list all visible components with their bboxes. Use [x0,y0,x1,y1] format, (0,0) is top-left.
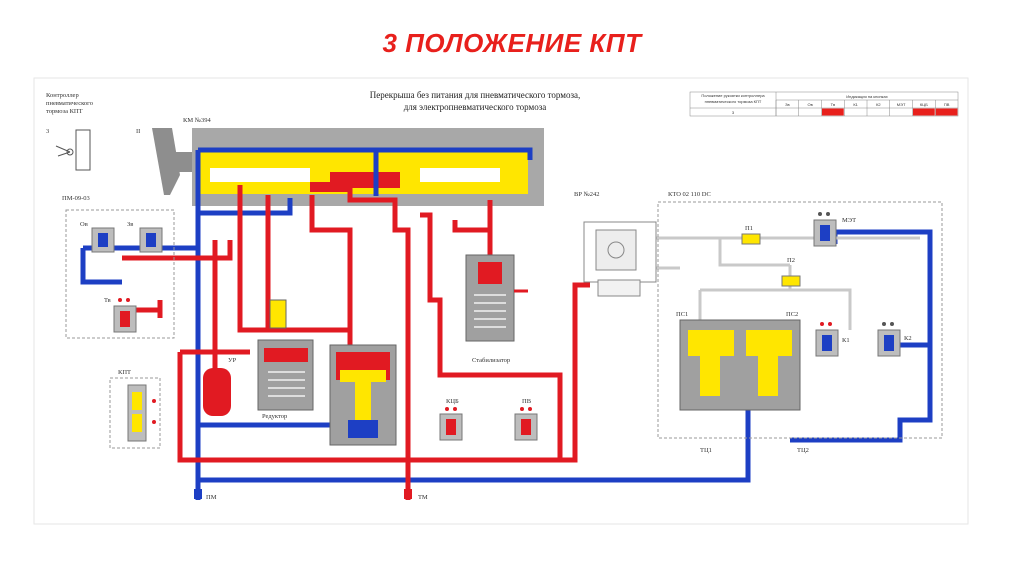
kto-box [657,201,943,439]
legend-col-header: Зв [785,102,790,107]
pm09-label: ПМ-09-03 [62,195,90,202]
legend-active-cell [822,108,844,116]
controller-handle-icon [55,129,91,171]
ktsb-valve [439,407,463,441]
k2-label: К2 [904,335,912,342]
legend-group-header: Индикация на кнопках [846,94,887,99]
kto-label: КТО 02 110 DC [668,191,711,198]
tts1-label: ТЦ1 [700,447,712,454]
k2-valve [877,322,901,357]
scheme-heading-line2: для электропневматического тормоза [404,102,547,112]
stabilizator-label: Стабилизатор [472,357,510,364]
controller-pos-3: 3 [46,128,49,135]
ps2-label: ПС2 [786,311,798,318]
p1-valve [741,233,761,245]
ps-pressure-switches [679,319,801,411]
tv-valve [113,298,137,333]
legend-table: Положение рукоятки контроллера пневматич… [689,91,959,117]
kpt-valve [127,384,156,442]
km-label: КМ №394 [183,117,211,124]
legend-active-cell [913,108,935,116]
legend-col-header: КЦБ [920,102,928,107]
tm-label: ТМ [418,494,428,501]
kpt-label: КПТ [118,369,131,376]
kpt-box [109,377,161,449]
legend-active-cell [935,108,958,116]
pm-label: ПМ [206,494,217,501]
reduktor-label: Редуктор [262,413,287,420]
ps1-label: ПС1 [676,311,688,318]
km394-crane [152,128,544,206]
k1-valve [815,322,839,357]
vr-label: ВР №242 [574,191,600,198]
control-line-pipes [656,236,920,332]
pm09-box [65,209,175,339]
ur-reservoir [203,368,231,416]
pm-terminal [194,489,202,499]
legend-col-header: МЭТ [897,102,906,107]
controller-label-2: пневматического [46,100,93,107]
legend-row-header-2: пневматического тормоза КПТ [705,99,762,104]
k1-label: К1 [842,337,850,344]
pv-valve [514,407,538,441]
met-valve [813,212,837,247]
p2-valve [781,275,801,287]
vr242-device [583,221,657,297]
controller-pos-2: II [136,128,140,135]
ov-label: Ов [80,221,88,228]
zv-label: Зв [127,221,133,228]
p1-label: П1 [745,225,753,232]
met-label: МЭТ [842,217,856,224]
relay-valve [329,344,397,446]
legend-row-header-1: Положение рукоятки контроллера [701,93,765,98]
p2-label: П2 [787,257,795,264]
legend-row-value: 3 [732,110,735,115]
ur-label: УР [228,357,237,364]
zv-valve [139,227,163,253]
reduktor-valve [257,299,314,411]
scheme-heading-line1: Перекрыша без питания для пневматическог… [370,90,581,100]
ov-valve [91,227,115,253]
controller-label-1: Контроллер [46,92,79,99]
slide-title: 3 ПОЛОЖЕНИЕ КПТ [382,28,642,58]
stabilizator-valve [465,254,528,342]
tts2-label: ТЦ2 [797,447,809,454]
ktsb-label: КЦБ [446,398,459,405]
legend-col-header: К1 [853,102,858,107]
legend-col-header: Ов [808,102,813,107]
legend-col-header: Тв [831,102,835,107]
controller-label-3: тормоза КПТ [46,108,83,115]
pv-label: ПВ [522,398,532,405]
legend-col-header: ПВ [944,102,950,107]
legend-col-header: К2 [876,102,881,107]
tv-label: Тв [104,297,111,304]
tm-terminal [404,489,412,499]
